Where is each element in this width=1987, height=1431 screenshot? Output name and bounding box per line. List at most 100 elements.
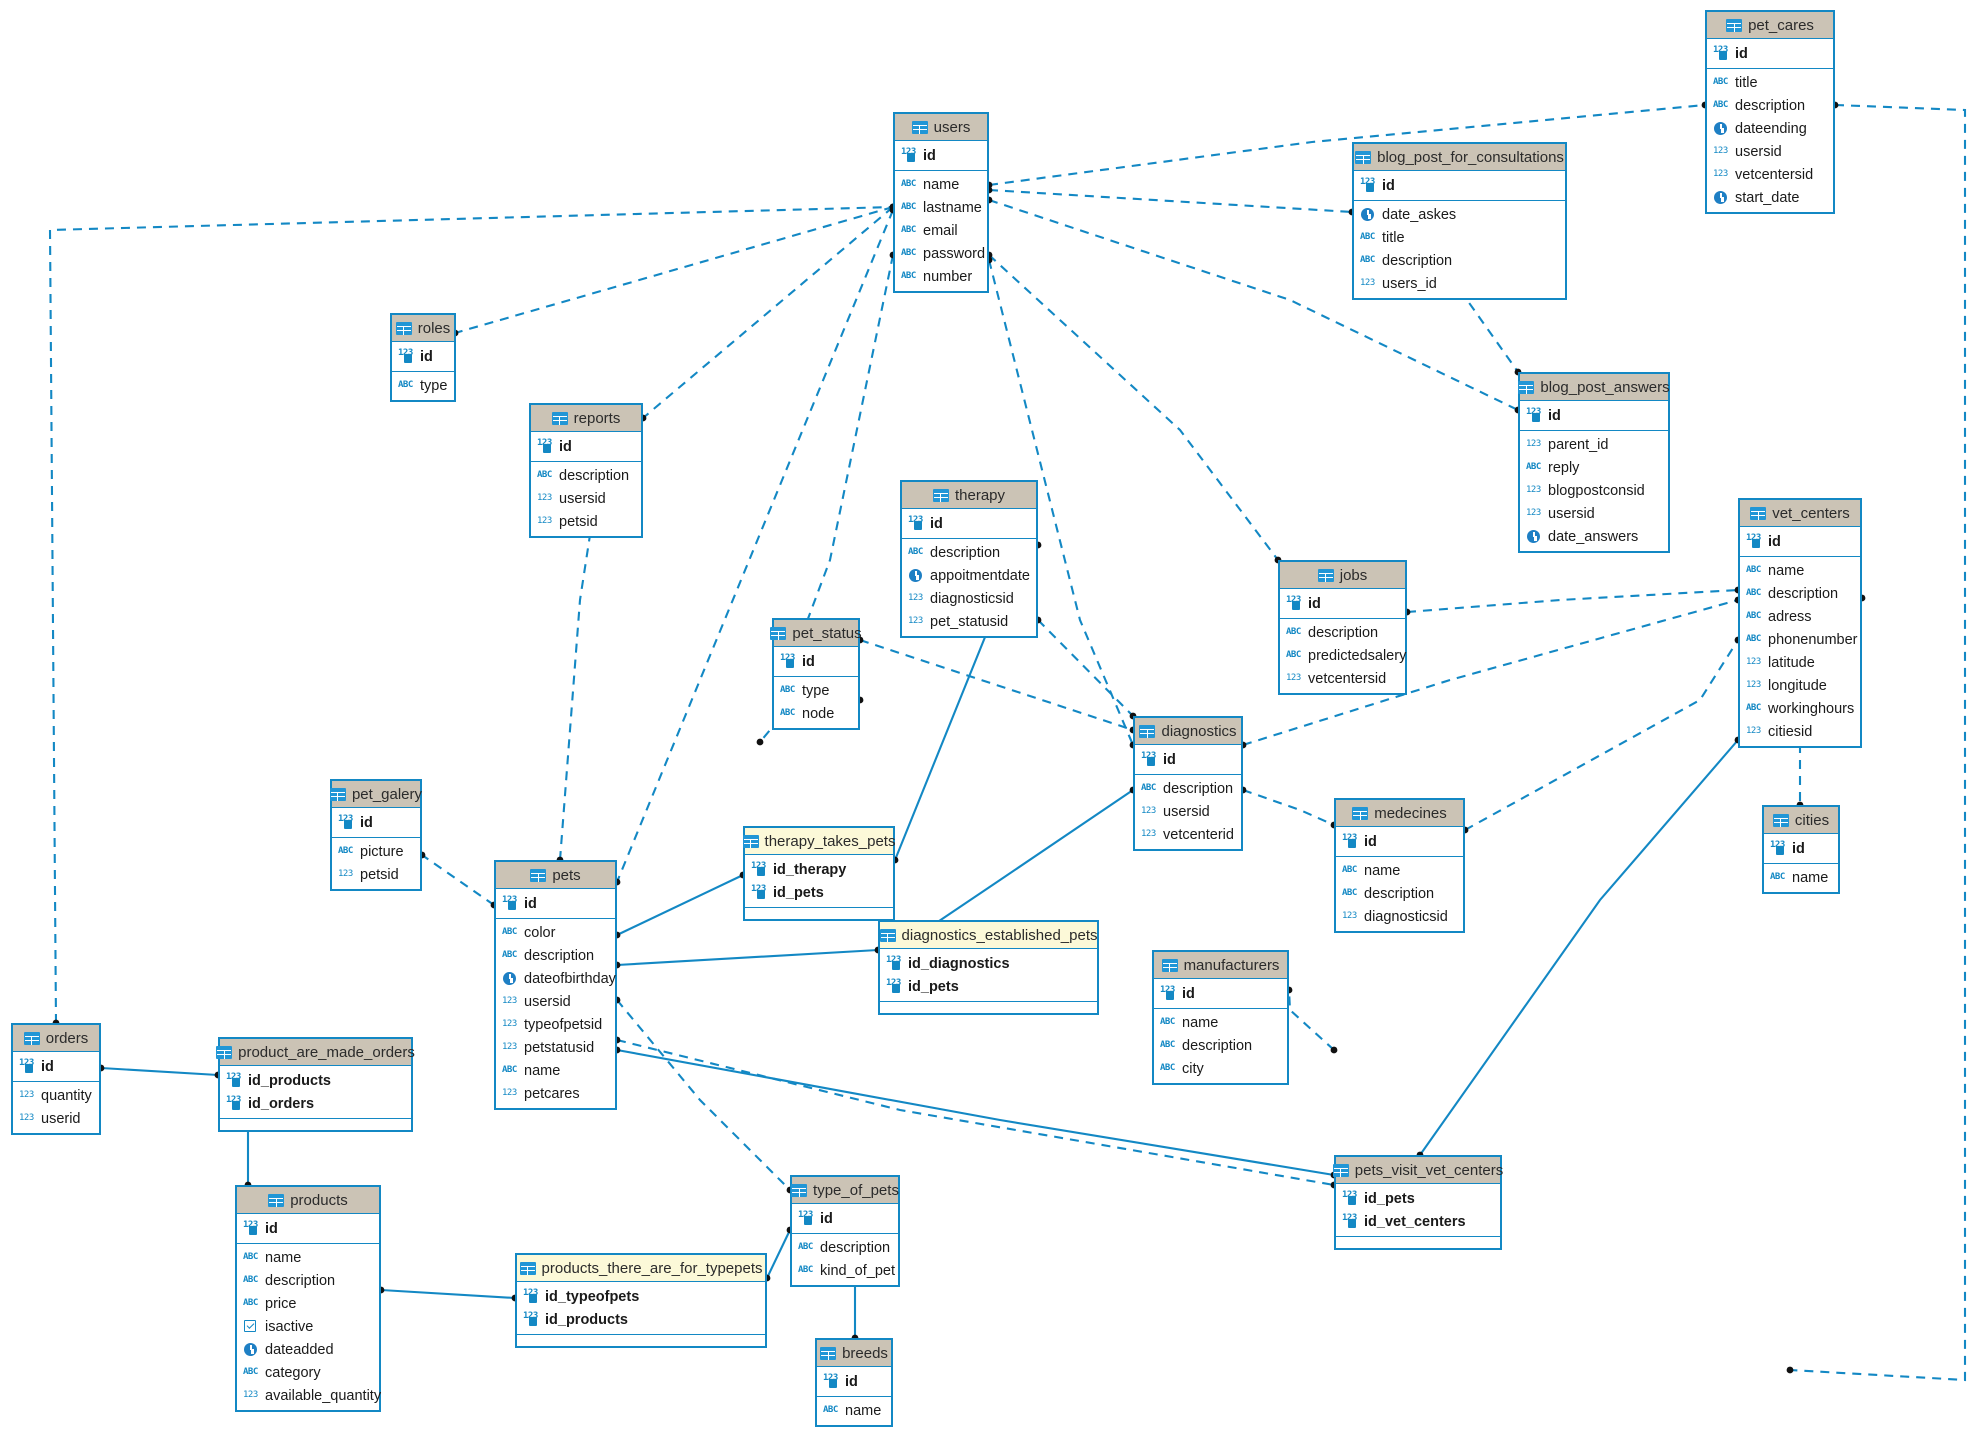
table-header-therapy_takes_pets[interactable]: therapy_takes_pets: [742, 828, 895, 855]
column-id[interactable]: id: [1764, 837, 1838, 860]
column-id[interactable]: id: [496, 892, 615, 915]
column-id_diagnostics[interactable]: id_diagnostics: [880, 952, 1097, 975]
column-date_askes[interactable]: date_askes: [1354, 203, 1565, 226]
column-latitude[interactable]: latitude: [1740, 651, 1860, 674]
table-header-blog_post_for_consultations[interactable]: blog_post_for_consultations: [1354, 144, 1565, 171]
column-description[interactable]: description: [531, 464, 641, 487]
column-description[interactable]: description: [1280, 621, 1405, 644]
column-description[interactable]: description: [237, 1269, 379, 1292]
table-header-reports[interactable]: reports: [531, 405, 641, 432]
column-petsid[interactable]: petsid: [531, 510, 641, 533]
column-id[interactable]: id: [792, 1207, 898, 1230]
table-header-type_of_pets[interactable]: type_of_pets: [791, 1177, 899, 1204]
column-id_pets[interactable]: id_pets: [1336, 1187, 1500, 1210]
column-id[interactable]: id: [13, 1055, 99, 1078]
column-pet_statusid[interactable]: pet_statusid: [902, 610, 1036, 633]
column-title[interactable]: title: [1354, 226, 1565, 249]
table-cities[interactable]: citiesidname: [1762, 805, 1840, 894]
table-products_there_are_for_typepets[interactable]: products_there_are_for_typepetsid_typeof…: [515, 1253, 767, 1348]
table-header-diagnostics[interactable]: diagnostics: [1135, 718, 1241, 745]
column-citiesid[interactable]: citiesid: [1740, 720, 1860, 743]
table-header-roles[interactable]: roles: [392, 315, 454, 342]
table-orders[interactable]: ordersidquantityuserid: [11, 1023, 101, 1135]
column-usersid[interactable]: usersid: [496, 990, 615, 1013]
column-id[interactable]: id: [531, 435, 641, 458]
table-therapy_takes_pets[interactable]: therapy_takes_petsid_therapyid_pets: [742, 826, 895, 921]
table-pet_galery[interactable]: pet_galeryidpicturepetsid: [329, 779, 422, 891]
table-therapy[interactable]: therapyiddescriptionappoitmentdatediagno…: [900, 480, 1038, 638]
column-id[interactable]: id: [895, 144, 987, 167]
column-id[interactable]: id: [1707, 42, 1833, 65]
table-users[interactable]: usersidnamelastnameemailpasswordnumber: [893, 112, 989, 293]
table-jobs[interactable]: jobsiddescriptionpredictedsaleryvetcente…: [1278, 560, 1407, 695]
column-name[interactable]: name: [237, 1246, 379, 1269]
column-email[interactable]: email: [895, 219, 987, 242]
table-blog_post_for_consultations[interactable]: blog_post_for_consultationsid date_askest…: [1352, 142, 1567, 300]
table-roles[interactable]: rolesidtype: [390, 313, 456, 402]
column-adress[interactable]: adress: [1740, 605, 1860, 628]
column-id[interactable]: id: [902, 512, 1036, 535]
table-header-pet_status[interactable]: pet_status: [770, 620, 862, 647]
column-start_date[interactable]: start_date: [1707, 186, 1833, 209]
column-password[interactable]: password: [895, 242, 987, 265]
table-header-vet_centers[interactable]: vet_centers: [1740, 500, 1860, 527]
column-blogpostconsid[interactable]: blogpostconsid: [1520, 479, 1668, 502]
table-pets_visit_vet_centers[interactable]: pets_visit_vet_centersid_petsid_vet_cent…: [1332, 1155, 1503, 1250]
table-blog_post_answers[interactable]: blog_post_answersidparent_idreplyblogpos…: [1518, 372, 1670, 553]
table-header-medecines[interactable]: medecines: [1336, 800, 1463, 827]
table-header-product_are_made_orders[interactable]: product_are_made_orders: [216, 1039, 415, 1066]
table-breeds[interactable]: breedsidname: [815, 1338, 893, 1427]
column-description[interactable]: description: [1740, 582, 1860, 605]
table-vet_centers[interactable]: vet_centersidnamedescriptionadressphonen…: [1738, 498, 1862, 748]
column-date_answers[interactable]: date_answers: [1520, 525, 1668, 548]
column-description[interactable]: description: [1336, 882, 1463, 905]
column-title[interactable]: title: [1707, 71, 1833, 94]
table-header-products[interactable]: products: [237, 1187, 379, 1214]
column-kind_of_pet[interactable]: kind_of_pet: [792, 1259, 898, 1282]
column-diagnosticsid[interactable]: diagnosticsid: [902, 587, 1036, 610]
column-usersid[interactable]: usersid: [1707, 140, 1833, 163]
column-id_pets[interactable]: id_pets: [880, 975, 1097, 998]
column-category[interactable]: category: [237, 1361, 379, 1384]
column-name[interactable]: name: [817, 1399, 891, 1422]
column-reply[interactable]: reply: [1520, 456, 1668, 479]
column-picture[interactable]: picture: [332, 840, 420, 863]
column-available_quantity[interactable]: available_quantity: [237, 1384, 381, 1407]
column-longitude[interactable]: longitude: [1740, 674, 1860, 697]
table-header-cities[interactable]: cities: [1764, 807, 1838, 834]
table-header-manufacturers[interactable]: manufacturers: [1154, 952, 1287, 979]
column-diagnosticsid[interactable]: diagnosticsid: [1336, 905, 1463, 928]
column-id[interactable]: id: [1336, 830, 1463, 853]
table-header-products_there_are_for_typepets[interactable]: products_there_are_for_typepets: [517, 1255, 765, 1282]
column-id[interactable]: id: [1154, 982, 1287, 1005]
column-usersid[interactable]: usersid: [1135, 800, 1241, 823]
column-dateending[interactable]: dateending: [1707, 117, 1833, 140]
column-parent_id[interactable]: parent_id: [1520, 433, 1668, 456]
table-reports[interactable]: reportsiddescriptionusersidpetsid: [529, 403, 643, 538]
table-product_are_made_orders[interactable]: product_are_made_orders id_productsid_ord…: [216, 1037, 415, 1132]
column-id[interactable]: id: [1354, 174, 1565, 197]
column-id_orders[interactable]: id_orders: [220, 1092, 411, 1115]
table-header-diagnostics_established_pets[interactable]: diagnostics_established_pets: [879, 922, 1097, 949]
column-id_products[interactable]: id_products: [220, 1069, 411, 1092]
column-users_id[interactable]: users_id: [1354, 272, 1565, 295]
table-type_of_pets[interactable]: type_of_petsiddescriptionkind_of_pet: [790, 1175, 900, 1287]
column-isactive[interactable]: isactive: [237, 1315, 379, 1338]
column-appoitmentdate[interactable]: appoitmentdate: [902, 564, 1036, 587]
table-medecines[interactable]: medecines id namedescriptiondiagnosticsid: [1334, 798, 1465, 933]
column-vetcentersid[interactable]: vetcentersid: [1280, 667, 1405, 690]
column-description[interactable]: description: [1135, 777, 1241, 800]
column-type[interactable]: type: [392, 374, 454, 397]
column-vetcenterid[interactable]: vetcenterid: [1135, 823, 1241, 846]
column-lastname[interactable]: lastname: [895, 196, 987, 219]
column-petsid[interactable]: petsid: [332, 863, 420, 886]
column-id_products[interactable]: id_products: [517, 1308, 765, 1331]
column-price[interactable]: price: [237, 1292, 379, 1315]
column-name[interactable]: name: [1336, 859, 1463, 882]
column-typeofpetsid[interactable]: typeofpetsid: [496, 1013, 615, 1036]
table-products[interactable]: productsidnamedescriptionpriceisactiveda…: [235, 1185, 381, 1412]
column-color[interactable]: color: [496, 921, 615, 944]
column-usersid[interactable]: usersid: [1520, 502, 1668, 525]
column-id[interactable]: id: [1740, 530, 1860, 553]
column-id[interactable]: id: [1135, 748, 1241, 771]
